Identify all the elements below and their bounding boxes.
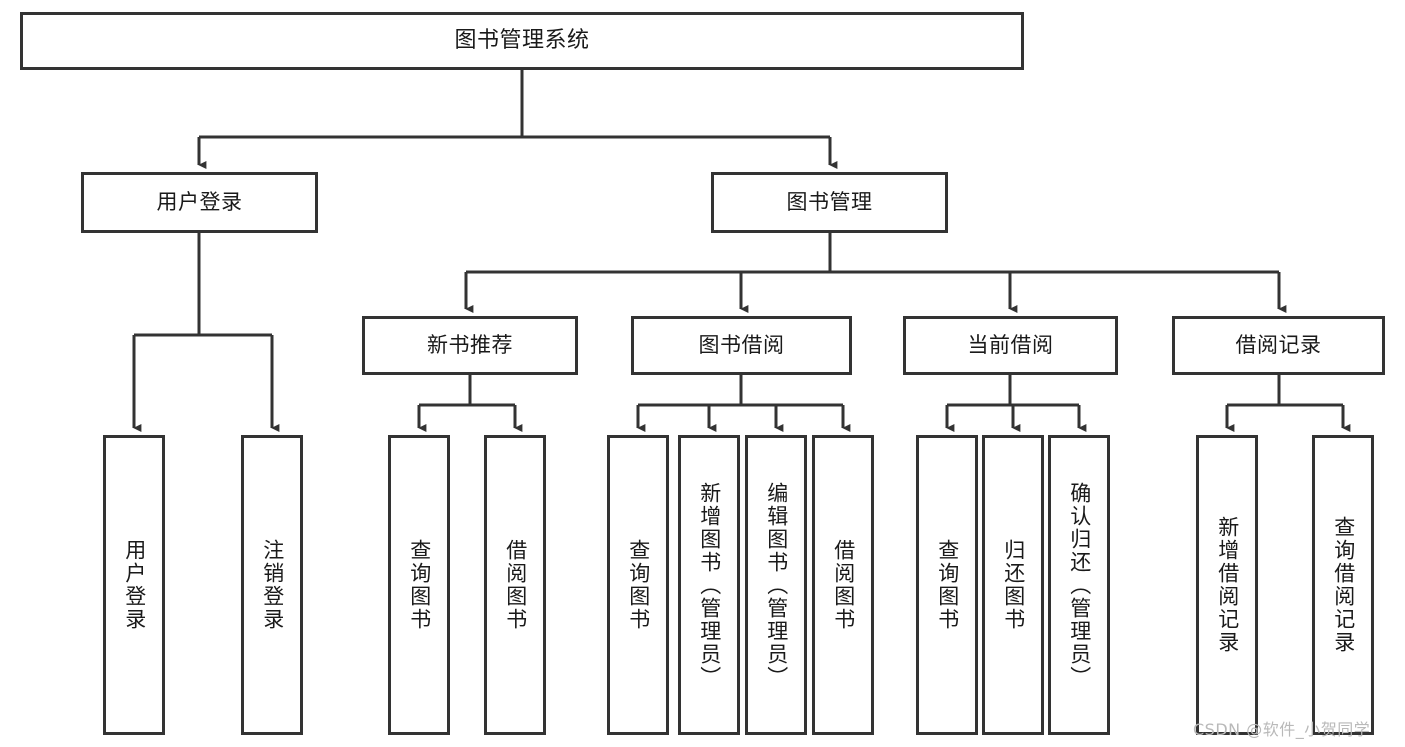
node-leaf-confirm-return-label: 确认归还（管理员） bbox=[1067, 481, 1092, 689]
node-borrow-record[interactable]: 借阅记录 bbox=[1172, 316, 1385, 375]
node-leaf-user-login[interactable]: 用户登录 bbox=[103, 435, 165, 735]
node-leaf-add-record-label: 新增借阅记录 bbox=[1215, 516, 1240, 654]
node-leaf-return-book-label: 归还图书 bbox=[1001, 539, 1026, 631]
node-leaf-query-book-1-label: 查询图书 bbox=[407, 539, 432, 631]
node-leaf-query-book-2[interactable]: 查询图书 bbox=[607, 435, 669, 735]
node-book-borrow[interactable]: 图书借阅 bbox=[631, 316, 852, 375]
node-leaf-query-book-2-label: 查询图书 bbox=[626, 539, 651, 631]
node-leaf-confirm-return[interactable]: 确认归还（管理员） bbox=[1048, 435, 1110, 735]
node-leaf-borrow-book-2-label: 借阅图书 bbox=[831, 539, 856, 631]
node-leaf-query-book-3[interactable]: 查询图书 bbox=[916, 435, 978, 735]
watermark: CSDN @软件_小贺同学 bbox=[1193, 720, 1371, 739]
node-leaf-borrow-book-1-label: 借阅图书 bbox=[503, 539, 528, 631]
node-book-manage[interactable]: 图书管理 bbox=[711, 172, 948, 233]
node-borrow-record-label: 借阅记录 bbox=[1235, 333, 1322, 358]
node-leaf-borrow-book-1[interactable]: 借阅图书 bbox=[484, 435, 546, 735]
node-leaf-edit-book-label: 编辑图书（管理员） bbox=[764, 481, 789, 689]
node-root[interactable]: 图书管理系统 bbox=[20, 12, 1024, 70]
node-user-login-label: 用户登录 bbox=[156, 190, 243, 215]
node-root-label: 图书管理系统 bbox=[454, 28, 590, 54]
node-new-book-recommend-label: 新书推荐 bbox=[427, 333, 513, 358]
node-leaf-query-record-label: 查询借阅记录 bbox=[1331, 516, 1356, 654]
node-leaf-query-book-3-label: 查询图书 bbox=[935, 539, 960, 631]
node-leaf-borrow-book-2[interactable]: 借阅图书 bbox=[812, 435, 874, 735]
node-book-manage-label: 图书管理 bbox=[786, 190, 873, 215]
node-current-borrow[interactable]: 当前借阅 bbox=[903, 316, 1118, 375]
node-leaf-add-book-label: 新增图书（管理员） bbox=[697, 481, 722, 689]
node-leaf-return-book[interactable]: 归还图书 bbox=[982, 435, 1044, 735]
node-leaf-logout[interactable]: 注销登录 bbox=[241, 435, 303, 735]
node-user-login[interactable]: 用户登录 bbox=[81, 172, 318, 233]
node-leaf-add-record[interactable]: 新增借阅记录 bbox=[1196, 435, 1258, 735]
node-leaf-logout-label: 注销登录 bbox=[260, 539, 285, 631]
node-new-book-recommend[interactable]: 新书推荐 bbox=[362, 316, 578, 375]
node-leaf-add-book[interactable]: 新增图书（管理员） bbox=[678, 435, 740, 735]
node-leaf-query-record[interactable]: 查询借阅记录 bbox=[1312, 435, 1374, 735]
node-book-borrow-label: 图书借阅 bbox=[698, 333, 785, 358]
node-leaf-edit-book[interactable]: 编辑图书（管理员） bbox=[745, 435, 807, 735]
node-current-borrow-label: 当前借阅 bbox=[967, 333, 1054, 358]
node-leaf-user-login-label: 用户登录 bbox=[122, 539, 147, 631]
node-leaf-query-book-1[interactable]: 查询图书 bbox=[388, 435, 450, 735]
